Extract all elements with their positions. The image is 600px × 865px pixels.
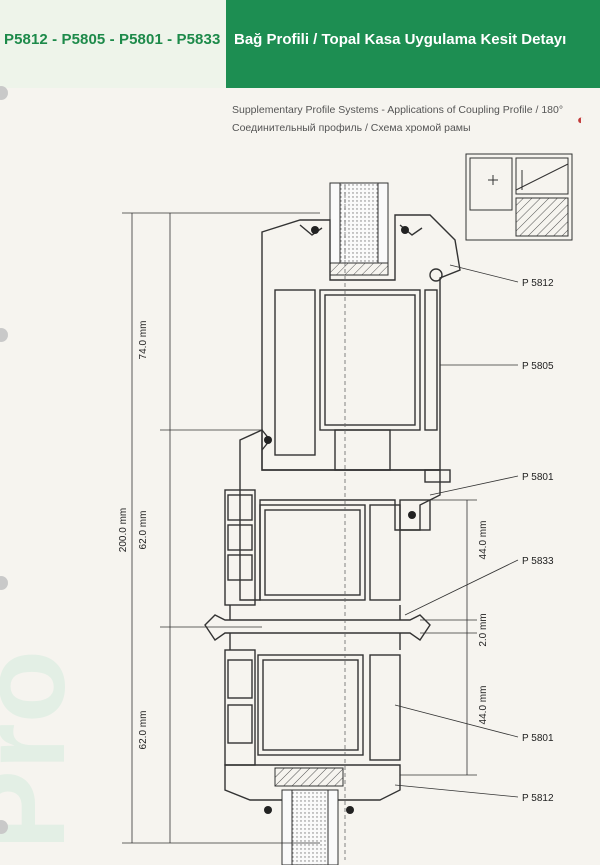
label-p5812-bottom: P 5812: [522, 793, 554, 804]
binder-hole: [0, 86, 8, 100]
glass-bottom: [274, 767, 344, 865]
dim-right-mid: 2.0 mm: [478, 613, 489, 646]
header-codes-panel: P5812 - P5805 - P5801 - P5833: [0, 0, 226, 88]
subtitle-russian: Соединительный профиль / Схема хромой ра…: [232, 122, 471, 134]
elevation-thumbnail: [465, 153, 573, 241]
dim-total: 200.0 mm: [118, 508, 129, 552]
dimension-lines-right: [400, 499, 477, 776]
dim-left-mid: 62.0 mm: [138, 511, 149, 550]
dim-left-top: 74.0 mm: [138, 321, 149, 360]
subtitle-english: Supplementary Profile Systems - Applicat…: [232, 104, 564, 116]
gaskets: [264, 226, 416, 814]
profile-coupling: [204, 605, 431, 650]
dim-right-bottom: 44.0 mm: [478, 686, 489, 725]
dim-right-top: 44.0 mm: [478, 521, 489, 560]
dim-left-bottom: 62.0 mm: [138, 711, 149, 750]
header-title: Bağ Profili / Topal Kasa Uygulama Kesit …: [234, 31, 567, 48]
binder-hole: [0, 820, 8, 834]
binder-hole: [0, 328, 8, 342]
dimension-lines-left: [122, 212, 320, 844]
header-title-panel: Bağ Profili / Topal Kasa Uygulama Kesit …: [226, 0, 600, 88]
glass-top: [329, 182, 389, 276]
binder-hole: [0, 576, 8, 590]
label-p5812-top: P 5812: [522, 278, 554, 289]
header-codes: P5812 - P5805 - P5801 - P5833: [4, 31, 221, 48]
label-p5833: P 5833: [522, 556, 554, 567]
profile-middle-sash: [224, 489, 401, 606]
leader-lines: [394, 264, 519, 798]
brand-logo-icon: ◐: [577, 112, 585, 127]
profile-bottom-sash: [224, 649, 401, 801]
label-p5805: P 5805: [522, 361, 554, 372]
label-p5801-bottom: P 5801: [522, 733, 554, 744]
label-p5801-top: P 5801: [522, 472, 554, 483]
